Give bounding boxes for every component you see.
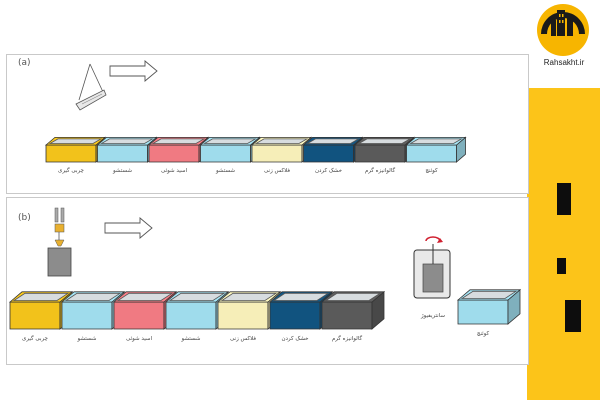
tank-label: خشک کردن xyxy=(314,168,343,174)
tank-label: فلاکس زنی xyxy=(263,168,291,174)
panel-a xyxy=(6,54,529,194)
tank-label: گالوانیزه گرم xyxy=(364,168,396,174)
logo-area xyxy=(527,0,600,88)
tank-group-a xyxy=(44,136,467,163)
strip-block xyxy=(557,183,571,215)
tank-label: فلاکس زنی xyxy=(229,336,257,342)
tank-7 xyxy=(405,136,467,163)
tank-label: چربی گیری xyxy=(22,336,48,342)
panel-b-label: (b) xyxy=(18,213,31,223)
tank-1 xyxy=(96,136,158,163)
basket-hoist-icon xyxy=(47,207,72,277)
tank-3 xyxy=(199,136,261,163)
tank-2 xyxy=(147,136,210,163)
right-arrow-icon xyxy=(104,217,153,239)
tank-group-b xyxy=(8,288,522,330)
centrifuge-icon xyxy=(413,236,451,299)
strip-block xyxy=(565,300,581,332)
tank-label: اسید شوئی xyxy=(161,168,187,174)
tank-label: چربی گیری xyxy=(58,168,84,174)
panel-a-label: (a) xyxy=(18,58,31,68)
tank-label: شستشو xyxy=(181,336,201,342)
tank-label: اسید شوئی xyxy=(126,336,152,342)
tank-6 xyxy=(320,290,386,330)
hanging-rack-icon xyxy=(75,63,107,111)
tank-0 xyxy=(44,136,107,163)
tank-label: کوئنچ xyxy=(476,331,490,337)
tank-7 xyxy=(456,288,522,325)
tank-4 xyxy=(250,136,313,163)
brand-strip xyxy=(527,88,600,400)
right-arrow-icon xyxy=(109,60,158,82)
tank-5 xyxy=(302,136,364,163)
tank-label: کوئنچ xyxy=(425,168,438,174)
tank-label: شستشو xyxy=(77,336,97,342)
tank-label: شستشو xyxy=(216,168,235,174)
tank-label: شستشو xyxy=(113,168,132,174)
centrifuge-label: سانتریفیوژ xyxy=(421,313,445,319)
building-arch-logo-icon xyxy=(537,4,589,56)
tank-label: گالوانیزه گرم xyxy=(331,336,363,342)
strip-block xyxy=(557,258,566,274)
site-name: Rahsakht.ir xyxy=(543,58,585,67)
tank-6 xyxy=(353,136,416,163)
tank-label: خشک کردن xyxy=(281,336,309,342)
